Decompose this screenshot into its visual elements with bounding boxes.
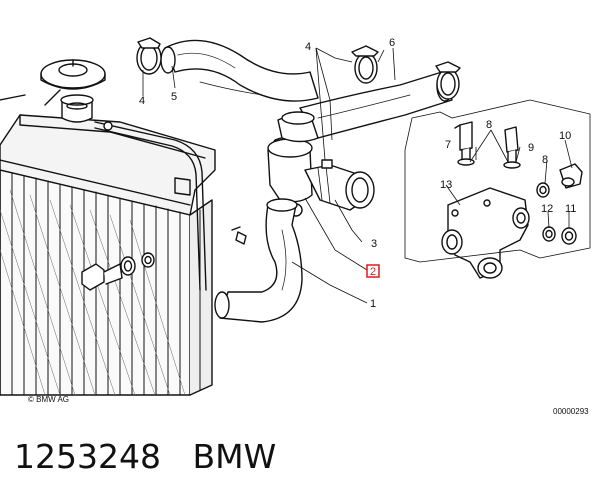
callout-8-top: 8 [486, 119, 492, 131]
callout-5: 5 [171, 91, 177, 103]
assembly-boundary [404, 99, 591, 263]
upper-hose-5 [160, 39, 319, 102]
radiator-hose-6 [299, 70, 454, 139]
hose-clamp-4-right [351, 45, 461, 100]
callout-10: 10 [559, 130, 571, 142]
callout-12: 12 [541, 203, 553, 215]
leader-lines [142, 47, 573, 304]
callout-8-right: 8 [542, 154, 548, 166]
highlight-box [366, 264, 380, 278]
radiator-cap [40, 59, 106, 123]
elbow-fitting-2 [267, 111, 319, 217]
part-number: 1253248 [14, 437, 161, 476]
callout-2-highlighted: 2 [370, 266, 376, 278]
overflow-pipe [94, 121, 207, 291]
callout-7: 7 [445, 139, 451, 151]
temperature-switch-10 [559, 163, 583, 189]
temperature-sensor-7 [454, 121, 475, 166]
callout-6: 6 [389, 37, 395, 49]
brand-name: BMW [192, 437, 277, 476]
callout-4-left: 4 [139, 95, 145, 107]
callout-11: 11 [565, 203, 576, 215]
callout-4-top: 4 [305, 41, 311, 53]
callout-3: 3 [371, 238, 377, 250]
callout-1: 1 [370, 298, 376, 310]
thermostat-housing-13 [441, 187, 530, 279]
seal-ring-12 [542, 226, 556, 242]
lower-hose-1 [214, 198, 303, 323]
callout-13: 13 [440, 179, 452, 191]
callout-9: 9 [528, 142, 534, 154]
drain-plug-assembly [81, 226, 247, 291]
part-caption: 1253248 BMW [14, 437, 276, 476]
copyright-notice: © BMW AG [28, 395, 69, 404]
cooling-system-diagram: 4 5 4 6 7 8 9 10 8 13 12 11 3 2 1 © BMW … [0, 37, 591, 416]
seal-ring-8 [536, 182, 550, 198]
hose-clamp-4-left [136, 37, 162, 75]
temperature-sensor-9 [503, 126, 521, 169]
callout-labels: 4 5 4 6 7 8 9 10 8 13 12 11 3 2 1 © BMW … [28, 37, 589, 416]
radiator [0, 94, 216, 396]
drawing-number: 00000293 [553, 407, 589, 416]
short-hose-3 [304, 159, 375, 211]
nut-11 [561, 227, 577, 245]
